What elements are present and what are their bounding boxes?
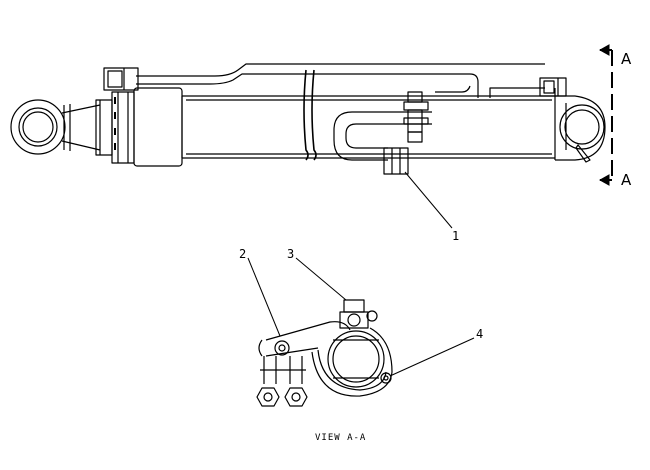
leader-line-4 <box>389 337 475 377</box>
callout-4: 4 <box>476 327 483 341</box>
hex-nut-right-icon <box>284 387 308 407</box>
barrel-clamp-strap <box>311 327 393 397</box>
section-mark-top: A <box>621 50 632 68</box>
gland-head <box>95 87 183 167</box>
leader-line-2 <box>247 257 281 337</box>
section-mark-bottom: A <box>621 171 632 189</box>
port-fitting-cap <box>539 77 567 97</box>
port-fitting-head <box>103 67 139 91</box>
section-line-a-a <box>598 44 613 186</box>
hydraulic-tube-upper <box>136 63 545 98</box>
u-bend-tube <box>333 111 432 161</box>
tube-clamp-assembly <box>383 91 429 175</box>
hex-nut-left-icon <box>256 387 280 407</box>
cylinder-barrel <box>181 88 556 160</box>
section-view-a-a <box>256 299 393 407</box>
clamp-bolt <box>380 372 392 384</box>
hydraulic-cylinder <box>10 63 606 175</box>
barrel-section <box>327 330 385 388</box>
leader-line-1 <box>404 171 453 229</box>
rod-eye-right <box>555 95 606 163</box>
leader-line-3 <box>295 257 347 301</box>
view-caption: VIEW A-A <box>315 433 366 443</box>
break-lines <box>303 69 317 161</box>
rod-eye-left <box>10 99 101 155</box>
lower-studs <box>260 356 306 384</box>
top-clamp-block <box>339 299 378 329</box>
callout-3: 3 <box>287 247 294 261</box>
section-arrow-bottom-icon <box>598 174 610 186</box>
callout-1: 1 <box>452 229 459 243</box>
callout-2: 2 <box>239 247 246 261</box>
section-arrow-top-icon <box>598 44 610 56</box>
